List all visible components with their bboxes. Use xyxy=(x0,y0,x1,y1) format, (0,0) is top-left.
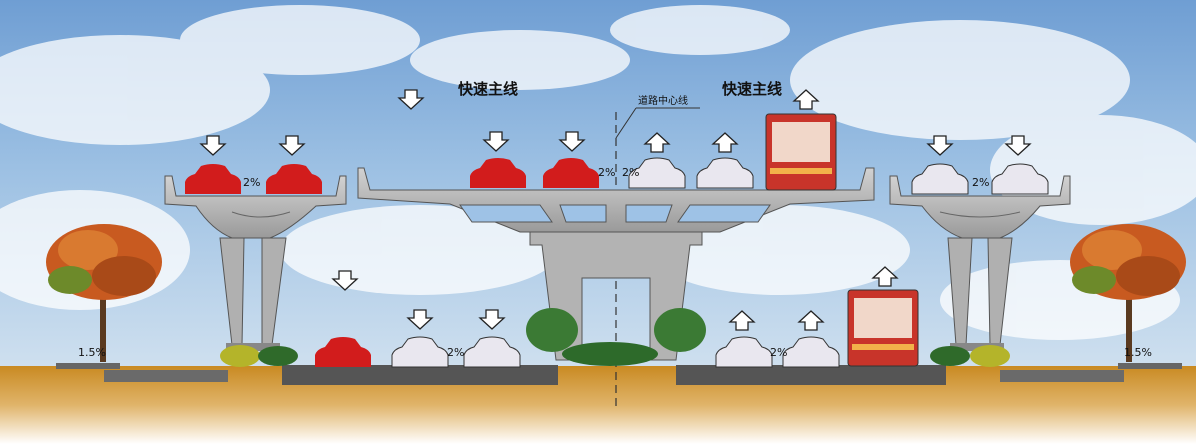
slope-label: 2% xyxy=(598,166,615,179)
shrub-cluster-center xyxy=(526,308,706,366)
slope-label: 1.5% xyxy=(78,346,106,359)
slope-label: 1.5% xyxy=(1124,346,1152,359)
sidewalk-right xyxy=(1118,363,1182,369)
slope-label: 2% xyxy=(622,166,639,179)
centerline-leader xyxy=(615,107,637,139)
ground-left-carriageway xyxy=(282,365,558,385)
slope-label: 2% xyxy=(770,346,787,359)
service-road-right xyxy=(1000,370,1124,382)
slope-label: 2% xyxy=(243,176,260,189)
centerline-label: 道路中心线 xyxy=(638,94,688,107)
shrub-cluster-left xyxy=(220,345,298,367)
bus-lower xyxy=(847,289,919,367)
expressway-label-left: 快速主线 xyxy=(458,80,518,98)
sidewalk-left xyxy=(56,363,120,369)
ground-right-carriageway xyxy=(676,365,946,385)
expressway-label-right: 快速主线 xyxy=(722,80,782,98)
service-road-left xyxy=(104,370,228,382)
shrub-cluster-right xyxy=(930,345,1010,367)
left-ramp-viaduct xyxy=(164,175,347,351)
right-ramp-viaduct xyxy=(889,175,1071,351)
tree-right xyxy=(1070,224,1186,362)
slope-label: 2% xyxy=(447,346,464,359)
bus-upper xyxy=(765,113,837,191)
tree-left xyxy=(46,224,162,362)
slope-label: 2% xyxy=(972,176,989,189)
